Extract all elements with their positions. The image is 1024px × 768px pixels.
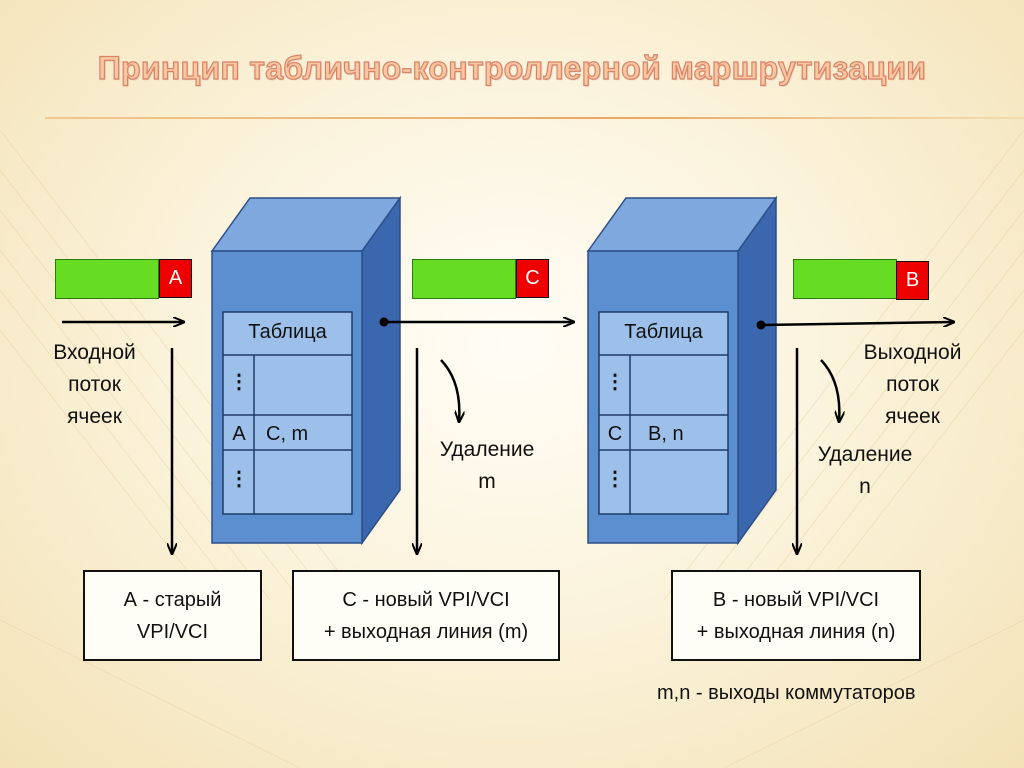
cell-a-label: A (159, 259, 192, 298)
info-box-c: С - новый VPI/VCI+ выходная линия (m) (292, 570, 560, 661)
cell-c-label: C (516, 259, 549, 298)
removal-arrow-2 (820, 359, 839, 422)
switch-1 (210, 195, 402, 546)
table-2-dots-bottom: ⋮ (605, 468, 625, 490)
table-1-header: Таблица (248, 321, 327, 343)
table-2-header: Таблица (624, 321, 703, 343)
table-1-dots-bottom: ⋮ (229, 468, 249, 490)
cell-c-body (412, 259, 516, 299)
table-1-row-key: A (232, 423, 246, 445)
cell-a-body (55, 259, 159, 299)
title-underline (45, 117, 1024, 119)
footnote: m,n - выходы коммутаторов (657, 682, 916, 704)
slide-title: Принцип таблично-контроллерной маршрутиз… (97, 49, 927, 86)
table-2-dots-top: ⋮ (605, 371, 625, 393)
table-1-row-value: C, m (266, 423, 309, 445)
cell-b-body (793, 259, 897, 299)
output-arrow (760, 322, 954, 325)
table-1-dots-top: ⋮ (229, 371, 249, 393)
removal-arrow-1 (440, 359, 459, 422)
switch-2 (586, 195, 778, 546)
info-box-b: В - новый VPI/VCI+ выходная линия (n) (671, 570, 921, 661)
table-2-row-value: B, n (648, 423, 684, 445)
table-2-row-key: C (607, 423, 623, 445)
cell-b-label: B (896, 261, 929, 300)
